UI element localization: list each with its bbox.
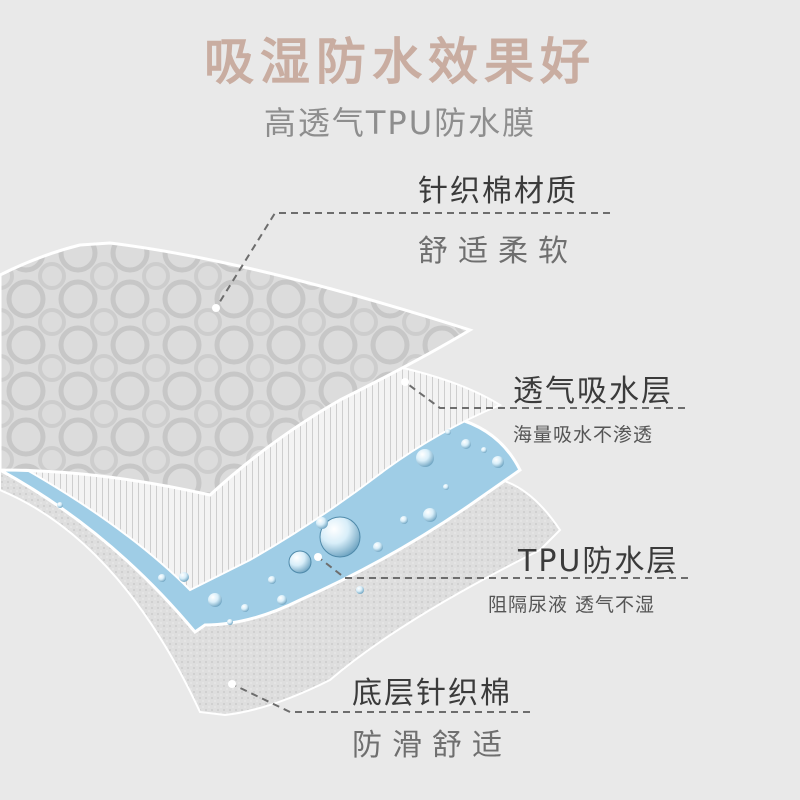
layer-1-desc: 舒适柔软 [418, 234, 578, 269]
layer-3-desc: 阻隔尿液 透气不湿 [488, 594, 656, 616]
top-knit-layer [0, 241, 474, 497]
droplet-icon [288, 550, 312, 574]
droplet-icon [319, 516, 361, 558]
leader-line [404, 381, 685, 409]
layer-1-name: 针织棉材质 [418, 174, 578, 209]
layer-2-desc: 海量吸水不渗透 [513, 424, 654, 446]
droplet-icon [400, 516, 408, 524]
droplet-icon [416, 449, 434, 467]
layer-4-name: 底层针织棉 [352, 676, 512, 711]
droplet-icon [481, 447, 487, 453]
droplet-icon [277, 595, 287, 605]
page-title: 吸湿防水效果好 [204, 33, 596, 91]
droplet-icon [268, 576, 276, 584]
droplet-icon [356, 586, 364, 594]
leader-line [317, 556, 688, 579]
droplet-icon [179, 572, 189, 582]
droplet-icon [227, 619, 233, 625]
layer-2-name: 透气吸水层 [513, 374, 673, 409]
droplet-icon [461, 439, 471, 449]
page-subtitle: 高透气TPU防水膜 [263, 104, 537, 142]
leader-line [215, 212, 610, 309]
droplet-icon [57, 502, 63, 508]
layer-4-desc: 防滑舒适 [352, 728, 512, 763]
leader-lines [215, 212, 688, 713]
droplet-icon [208, 593, 222, 607]
droplet-icon [423, 508, 437, 522]
droplet-icon [158, 574, 166, 582]
water-droplets [57, 429, 504, 625]
layer-3-name: TPU防水层 [518, 544, 679, 579]
leader-dots [212, 304, 409, 688]
droplet-icon [443, 484, 449, 490]
droplet-icon [316, 517, 328, 529]
leader-line [231, 683, 530, 713]
droplet-icon [445, 429, 451, 435]
droplet-icon [373, 542, 383, 552]
droplet-icon [241, 604, 249, 612]
droplet-icon [492, 456, 504, 468]
